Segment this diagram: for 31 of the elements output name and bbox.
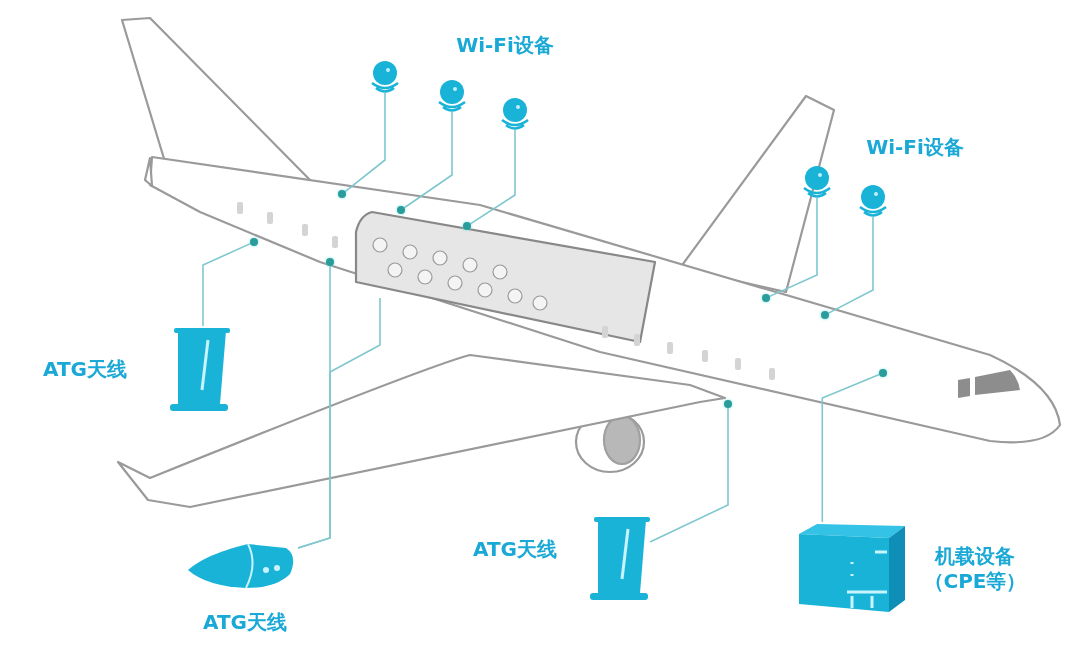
leader-line (469, 129, 516, 225)
leader-line (649, 407, 729, 543)
device-label: ATG天线 (202, 610, 288, 635)
wifi-device-icon (857, 183, 889, 217)
mount-point (762, 294, 770, 302)
leader-line (344, 92, 386, 193)
leader-line (403, 111, 453, 209)
mount-point (338, 190, 346, 198)
device-label: ATG天线 (42, 357, 128, 382)
leader-line (827, 216, 874, 314)
leader-line (768, 197, 818, 298)
mount-point (326, 258, 334, 266)
mount-point (821, 311, 829, 319)
leader-line (821, 373, 881, 523)
leader-line (202, 242, 252, 327)
leader-line (297, 297, 381, 549)
wifi-device-icon (436, 78, 468, 112)
device-label: ATG天线 (472, 537, 558, 562)
wifi-device-icon (801, 164, 833, 198)
mount-point (250, 238, 258, 246)
device-label: 机载设备（CPE等） (922, 544, 1028, 594)
device-label: Wi-Fi设备 (455, 33, 555, 58)
equipment-box-icon (797, 522, 907, 614)
mount-point (397, 206, 405, 214)
wifi-device-icon (499, 96, 531, 130)
antenna-icon (588, 515, 650, 602)
wifi-device-icon (369, 59, 401, 93)
mount-point (463, 222, 471, 230)
device-label: Wi-Fi设备 (865, 135, 965, 160)
mount-point (724, 400, 732, 408)
mount-point (879, 369, 887, 377)
